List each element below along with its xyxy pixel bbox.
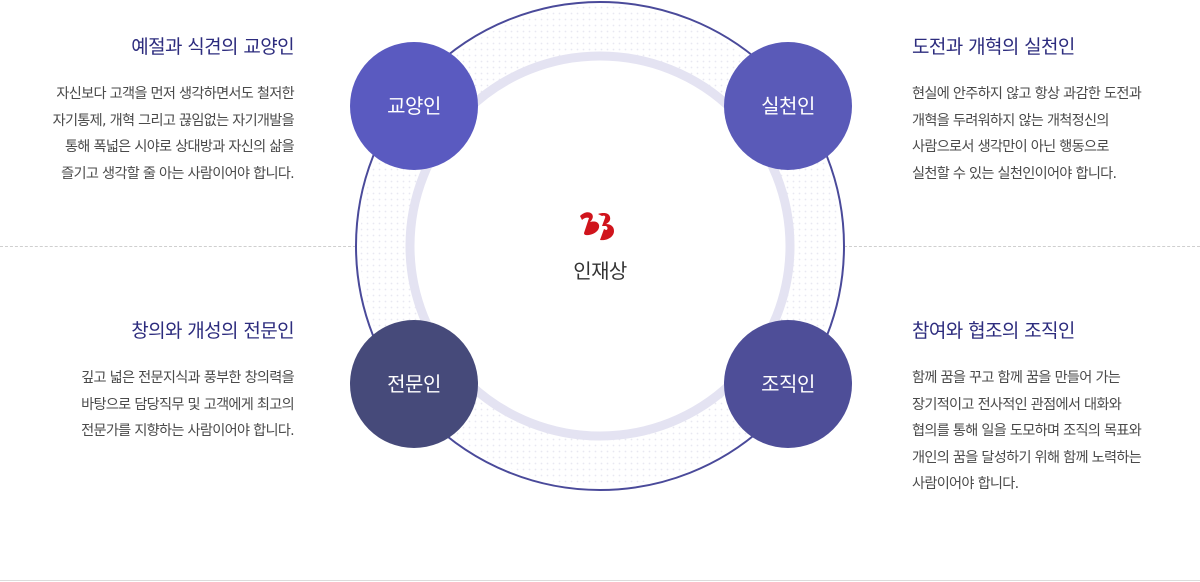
block-title-top-left: 예절과 식견의 교양인 [131, 36, 294, 58]
node-top-left: 교양인 [350, 42, 478, 170]
block-title-top-right: 도전과 개혁의 실천인 [912, 36, 1075, 58]
center-title: 인재상 [573, 259, 627, 283]
block-bottom-left: 창의와 개성의 전문인 깊고 넓은 전문지식과 풍부한 창의력을 바탕으로 담당… [0, 316, 295, 445]
divider-left [0, 246, 356, 247]
block-top-left: 예절과 식견의 교양인 자신보다 고객을 먼저 생각하면서도 철저한 자기통제,… [0, 32, 295, 187]
bottom-border [0, 580, 1200, 581]
node-bottom-right: 조직인 [724, 320, 852, 448]
node-label-top-right: 실천인 [761, 94, 815, 118]
block-body-top-right: 현실에 안주하지 않고 항상 과감한 도전과 개혁을 두려워하지 않는 개척정신… [912, 86, 1142, 182]
outer-ring [355, 1, 845, 491]
block-body-bottom-right: 함께 꿈을 꾸고 함께 꿈을 만들어 가는 장기적이고 전사적인 관점에서 대화… [912, 370, 1142, 492]
block-body-top-left: 자신보다 고객을 먼저 생각하면서도 철저한 자기통제, 개혁 그리고 끊임없는… [52, 86, 295, 182]
block-bottom-right: 참여와 협조의 조직인 함께 꿈을 꾸고 함께 꿈을 만들어 가는 장기적이고 … [912, 316, 1200, 498]
node-label-top-left: 교양인 [387, 94, 441, 118]
company-logo-icon [580, 212, 614, 241]
node-top-right: 실천인 [724, 42, 852, 170]
block-body-bottom-left: 깊고 넓은 전문지식과 풍부한 창의력을 바탕으로 담당직무 및 고객에게 최고… [81, 370, 295, 439]
node-label-bottom-left: 전문인 [387, 372, 441, 396]
divider-right [844, 246, 1200, 247]
node-label-bottom-right: 조직인 [761, 372, 815, 396]
block-title-bottom-left: 창의와 개성의 전문인 [131, 320, 294, 342]
inner-ring [405, 51, 795, 441]
block-title-bottom-right: 참여와 협조의 조직인 [912, 320, 1075, 342]
block-top-right: 도전과 개혁의 실천인 현실에 안주하지 않고 항상 과감한 도전과 개혁을 두… [912, 32, 1200, 187]
node-bottom-left: 전문인 [350, 320, 478, 448]
